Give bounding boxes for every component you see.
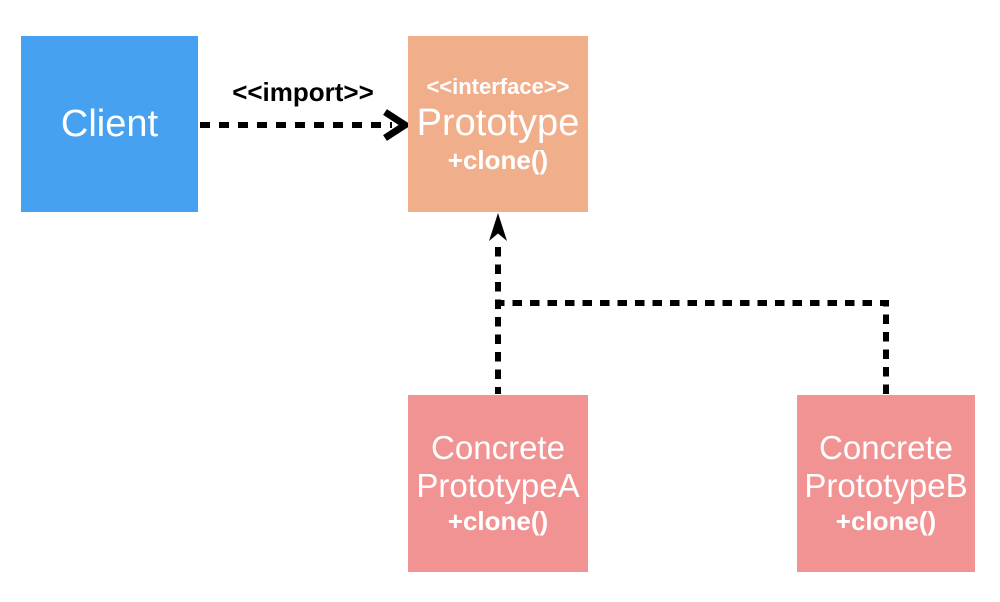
client-class-name: Client [60, 103, 159, 145]
prototype-name: Prototype [416, 101, 580, 144]
concrete-b-clone-method: +clone() [835, 506, 937, 536]
open-arrowhead-icon [383, 109, 412, 141]
import-edge-label: <<import>> [232, 77, 374, 107]
concrete-a-name-line1: Concrete [431, 429, 565, 466]
concrete-b-name-line1: Concrete [819, 429, 953, 466]
dart-arrowhead-icon [489, 213, 507, 241]
realization-arrow-a [489, 213, 507, 394]
client-class-box: Client [21, 36, 198, 212]
prototype-stereotype: <<interface>> [426, 73, 570, 99]
concrete-b-name-line2: PrototypeB [804, 467, 968, 504]
prototype-clone-method: +clone() [447, 144, 549, 175]
concrete-prototype-b-box: Concrete PrototypeB +clone() [797, 395, 975, 572]
concrete-a-clone-method: +clone() [447, 506, 549, 536]
prototype-interface-box: <<interface>> Prototype +clone() [408, 36, 588, 212]
realization-arrow-b [498, 300, 889, 394]
import-arrow [200, 109, 412, 141]
concrete-prototype-a-box: Concrete PrototypeA +clone() [408, 395, 588, 572]
concrete-a-name-line2: PrototypeA [416, 467, 580, 504]
